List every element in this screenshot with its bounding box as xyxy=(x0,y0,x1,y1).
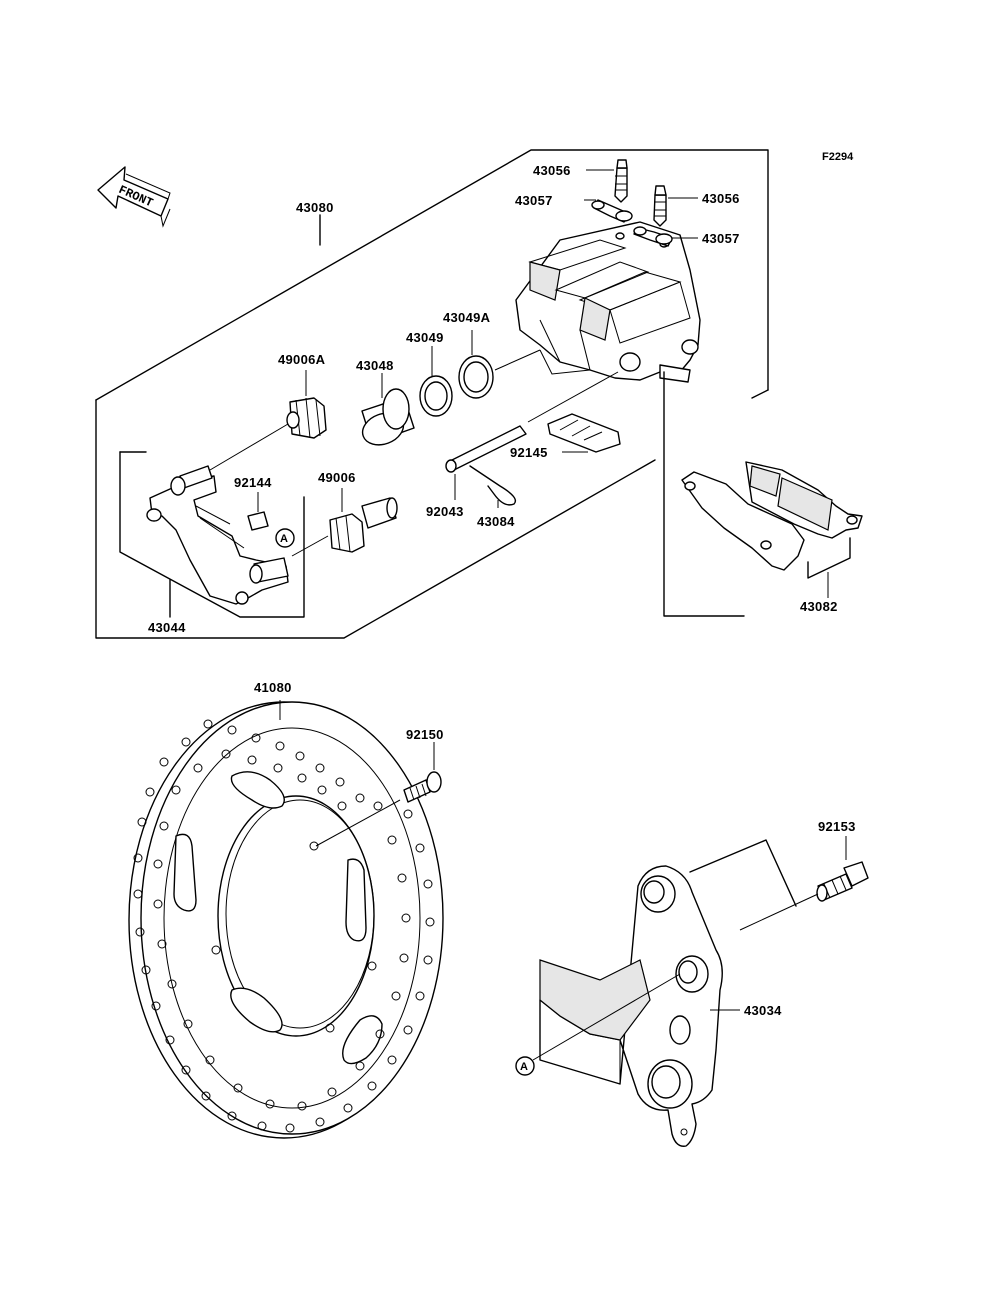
label-43034: 43034 xyxy=(744,1003,782,1018)
label-43057-b: 43057 xyxy=(702,231,740,246)
reference-marker-a-lower: A xyxy=(515,1056,535,1076)
label-49006: 49006 xyxy=(318,470,356,485)
clip-43084 xyxy=(469,465,517,506)
bracket-frame-43044 xyxy=(119,451,305,618)
label-41080: 41080 xyxy=(254,680,292,695)
bleeder-valve-2 xyxy=(653,185,667,227)
bleeder-cap-2 xyxy=(633,226,673,247)
label-49006A: 49006A xyxy=(278,352,326,367)
boot-49006A xyxy=(286,397,327,439)
bleeder-cap-1 xyxy=(591,199,633,223)
brake-disc-41080 xyxy=(128,701,444,1139)
bleeder-valve-1 xyxy=(614,159,628,203)
svg-text:A: A xyxy=(520,1061,528,1073)
label-43084: 43084 xyxy=(477,514,515,529)
label-43056-b: 43056 xyxy=(702,191,740,206)
bolt-92150 xyxy=(403,771,442,803)
piston-seal-43049A xyxy=(458,355,494,399)
label-43044: 43044 xyxy=(148,620,186,635)
label-43080: 43080 xyxy=(296,200,334,215)
label-43049: 43049 xyxy=(406,330,444,345)
caliper-bracket-43034 xyxy=(539,865,723,1147)
label-92153: 92153 xyxy=(818,819,856,834)
brake-pads-43082 xyxy=(681,461,863,571)
diagram-code: F2294 xyxy=(822,151,854,163)
pin-92043 xyxy=(445,425,527,473)
reference-marker-a-upper: A xyxy=(275,528,295,548)
caliper-assembly-frame xyxy=(95,149,769,639)
label-92144: 92144 xyxy=(234,475,272,490)
label-92145: 92145 xyxy=(510,445,548,460)
disc-drill-holes xyxy=(133,719,435,1133)
pad-spring-92145 xyxy=(547,413,621,453)
piston-seal-43049 xyxy=(419,375,453,417)
boot-49006 xyxy=(329,497,398,553)
front-arrow-icon: FRONT xyxy=(97,166,171,228)
caliper-body xyxy=(515,221,701,383)
bolt-92153 xyxy=(816,861,869,902)
label-43048: 43048 xyxy=(356,358,394,373)
label-43082: 43082 xyxy=(800,599,838,614)
label-43049A: 43049A xyxy=(443,310,491,325)
label-43057-a: 43057 xyxy=(515,193,553,208)
label-92043: 92043 xyxy=(426,504,464,519)
bracket-43044 xyxy=(146,465,289,605)
svg-text:A: A xyxy=(280,533,288,545)
label-92150: 92150 xyxy=(406,727,444,742)
label-43056-a: 43056 xyxy=(533,163,571,178)
piston-43048 xyxy=(361,388,415,446)
pad-spring-92144 xyxy=(247,511,269,531)
